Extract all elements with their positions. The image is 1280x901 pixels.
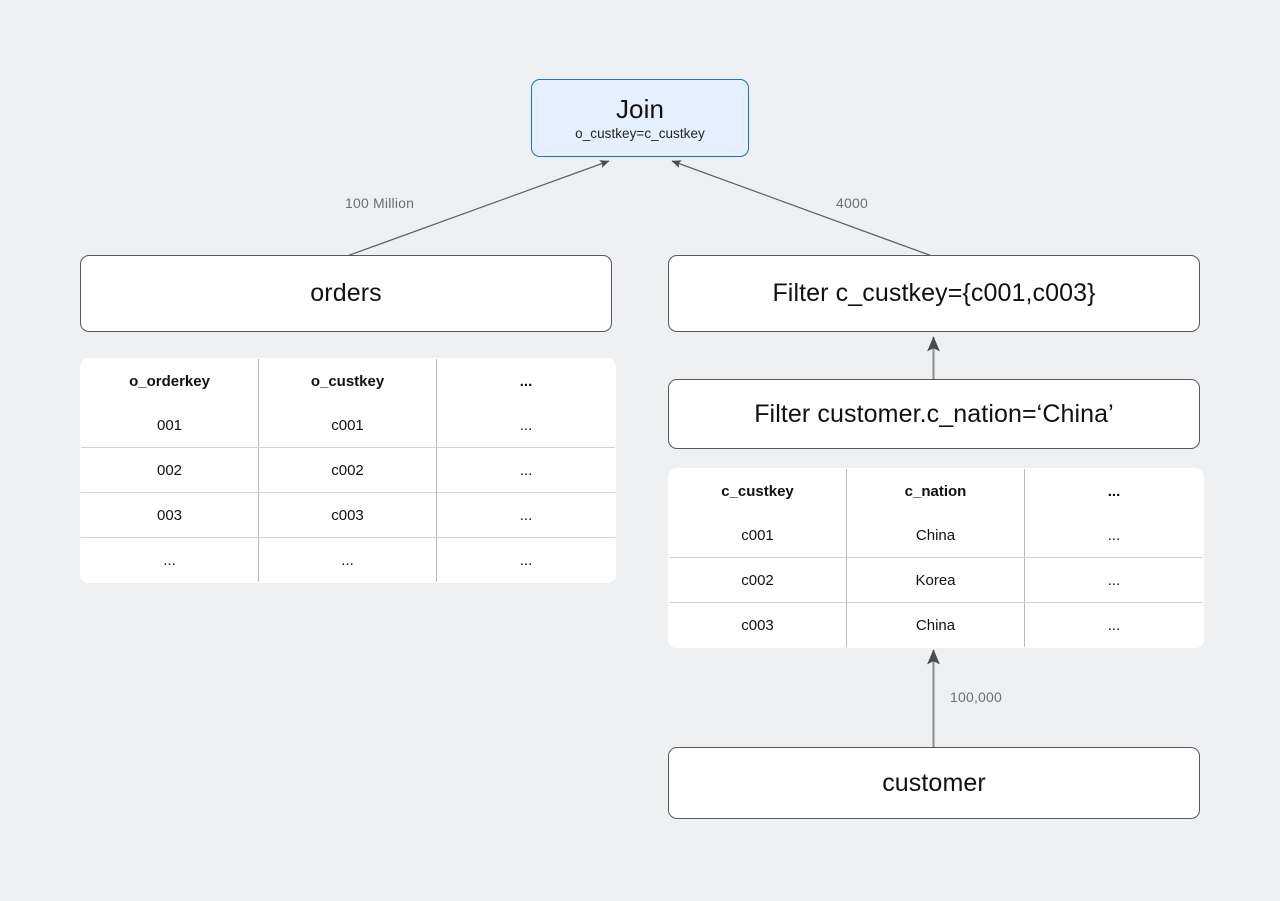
table-customer-header-cell: ...	[1107, 482, 1121, 500]
edge-filter-to-join	[671, 160, 933, 257]
table-customer-header-cell: c_nation	[846, 469, 1025, 513]
table-orders-header-cell: ...	[519, 372, 533, 390]
node-join[interactable]: Join o_custkey=c_custkey	[531, 79, 749, 157]
node-join-title: Join	[615, 94, 665, 125]
table-orders-header-cell: o_custkey	[258, 359, 437, 403]
edge-label-customer-to-filter: 100,000	[950, 689, 1003, 705]
table-orders-cell: c002	[258, 447, 437, 493]
node-orders-title: orders	[310, 279, 382, 308]
table-row: ... ... ...	[81, 537, 615, 582]
table-orders-header-cell: o_orderkey	[81, 359, 259, 403]
table-orders-cell: ...	[519, 551, 533, 569]
node-join-subtitle: o_custkey=c_custkey	[575, 125, 705, 141]
table-orders-cell: ...	[436, 403, 615, 448]
table-orders-cell: ...	[436, 447, 615, 493]
table-customer-cell: ...	[1024, 557, 1203, 603]
table-orders-cell: 001	[81, 403, 259, 448]
table-orders-cell: ...	[436, 492, 615, 538]
table-customer-cell: China	[846, 513, 1025, 558]
table-orders-cell: ...	[258, 537, 437, 582]
table-customer-header-cell: c_custkey	[669, 469, 847, 513]
table-customer: c_custkey c_nation ... c001 China ... c0…	[668, 468, 1204, 648]
table-row: c003 China ...	[669, 602, 1203, 647]
node-filter-custkey-title: Filter c_custkey={c001,c003}	[772, 279, 1096, 308]
table-orders-header-row: o_orderkey o_custkey ...	[81, 359, 615, 403]
table-orders-cell: c001	[258, 403, 437, 448]
table-row: c002 Korea ...	[669, 557, 1203, 603]
table-orders-cell: c003	[258, 492, 437, 538]
table-customer-cell: China	[846, 602, 1025, 647]
table-row: 001 c001 ...	[81, 403, 615, 448]
table-customer-cell: c003	[669, 602, 847, 647]
table-orders-cell: ...	[81, 537, 259, 582]
table-customer-cell: c002	[669, 557, 847, 603]
edge-label-filter-to-join: 4000	[836, 195, 868, 211]
table-row: c001 China ...	[669, 513, 1203, 558]
node-customer[interactable]: customer	[668, 747, 1200, 819]
table-orders: o_orderkey o_custkey ... 001 c001 ... 00…	[80, 358, 616, 583]
table-row: 002 c002 ...	[81, 447, 615, 493]
node-filter-nation-title: Filter customer.c_nation=‘China’	[754, 399, 1114, 428]
table-customer-cell: ...	[1024, 513, 1203, 558]
table-customer-header-row: c_custkey c_nation ...	[669, 469, 1203, 513]
node-customer-title: customer	[882, 768, 986, 797]
table-customer-cell: ...	[1107, 616, 1121, 634]
node-orders[interactable]: orders	[80, 255, 612, 332]
node-filter-nation[interactable]: Filter customer.c_nation=‘China’	[668, 379, 1200, 449]
table-customer-cell: c001	[669, 513, 847, 558]
table-customer-cell: Korea	[846, 557, 1025, 603]
table-orders-cell: 003	[81, 492, 259, 538]
node-filter-custkey[interactable]: Filter c_custkey={c001,c003}	[668, 255, 1200, 332]
edge-label-orders-to-join: 100 Million	[345, 195, 415, 211]
table-row: 003 c003 ...	[81, 492, 615, 538]
table-orders-cell: 002	[81, 447, 259, 493]
